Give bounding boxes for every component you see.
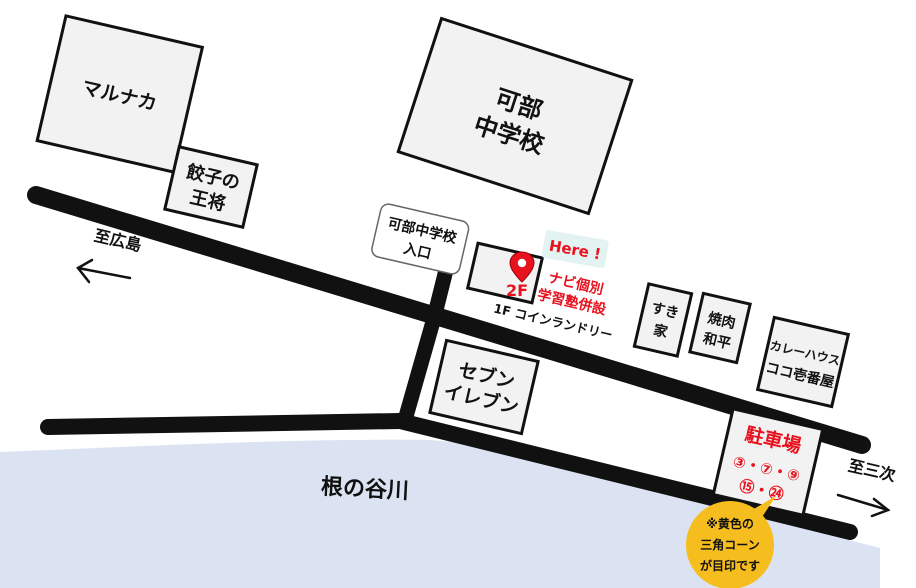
parking-lot: 駐車場 ③・⑦・⑨ ⑮・㉔: [711, 406, 825, 518]
main-road: [27, 186, 871, 454]
entrance-label-line2: 入口: [402, 241, 433, 263]
to-miyoshi-label: 至三次: [846, 456, 897, 485]
school-entrance-sign: 可部中学校 入口: [371, 203, 470, 275]
connector-road: [397, 310, 442, 428]
here-badge: Here !: [541, 230, 609, 268]
river: [0, 439, 880, 588]
arrow-right-icon: [836, 493, 891, 518]
riverside-road-east: [392, 413, 858, 540]
building-yakiniku-wahei: 焼肉 和平: [688, 291, 752, 365]
building-seven-eleven: セブン イレブン: [428, 338, 540, 436]
sukiya-label-line1: すき: [650, 300, 681, 322]
sukiya-label-line2: 家: [652, 321, 670, 341]
building-marunaka: マルナカ: [35, 14, 205, 174]
building-coco-ichibanya: カレーハウス ココ壱番屋: [755, 315, 851, 409]
note-line2: 三角コーン: [700, 537, 759, 552]
riverside-road: [40, 413, 408, 435]
yakiniku-label-line2: 和平: [701, 331, 732, 353]
building-sukiya: すき 家: [632, 282, 694, 358]
building-gyoza-ohsho: 餃子の 王将: [163, 145, 259, 229]
building-kabe-junior-high: 可部 中学校: [396, 16, 634, 216]
navi-label: ナビ個別 学習塾併設: [536, 269, 609, 318]
map-pin-icon: [509, 251, 535, 283]
note-line3: が目印です: [700, 558, 760, 573]
note-line1: ※黄色の: [706, 516, 754, 531]
floor-label: 2F: [506, 281, 528, 300]
arrow-left-icon: [76, 258, 132, 284]
yakiniku-label-line1: 焼肉: [706, 309, 737, 332]
river-label: 根の谷川: [320, 475, 409, 505]
yellow-cone-note: ※黄色の 三角コーン が目印です: [686, 496, 776, 588]
